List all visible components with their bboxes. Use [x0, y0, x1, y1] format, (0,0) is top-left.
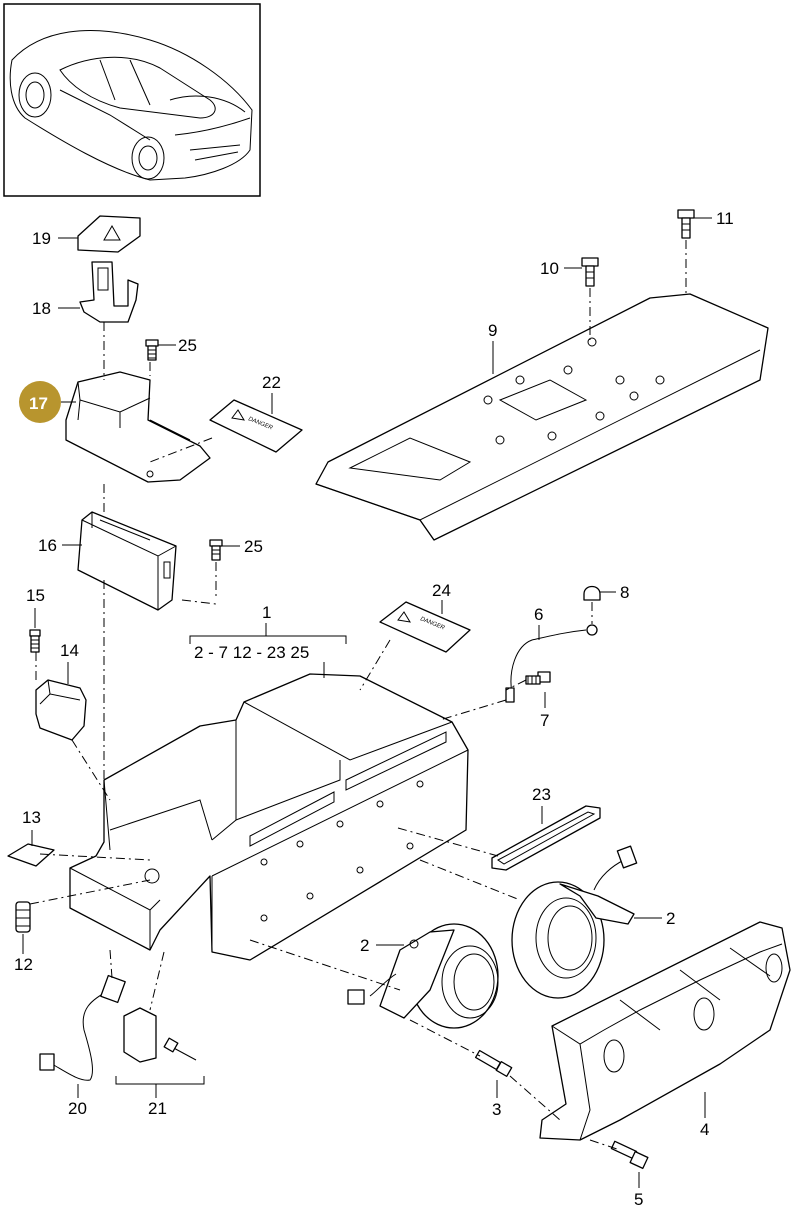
callout-5: 5 — [634, 1190, 643, 1209]
callout-8: 8 — [620, 583, 629, 602]
callout-11: 11 — [716, 209, 734, 228]
callout-24: 24 — [432, 581, 451, 600]
part-20-cable-harness — [39, 974, 126, 1081]
callout-6: 6 — [534, 605, 543, 624]
part-15-screw — [29, 629, 41, 653]
assembly-centerlines — [29, 240, 687, 1151]
part-2-fan-left — [347, 923, 499, 1029]
part-3-screw — [474, 1049, 513, 1077]
callout-2-left: 2 — [360, 936, 369, 955]
part-25-screw-upper — [145, 339, 159, 361]
part-21-bracket — [123, 1007, 197, 1063]
part-13-pad — [7, 843, 55, 867]
callout-25-middle: 25 — [244, 537, 263, 556]
callout-17: 17 — [29, 394, 48, 413]
callout-17-highlight: 17 — [19, 381, 61, 423]
part-17-housing-cover — [65, 371, 211, 483]
callout-15: 15 — [26, 586, 45, 605]
callout-25-upper: 25 — [178, 336, 197, 355]
callout-2-right: 2 — [666, 909, 675, 928]
part-2-fan-right — [511, 845, 638, 999]
callout-4: 4 — [700, 1120, 709, 1139]
callout-20: 20 — [68, 1099, 87, 1118]
part-14-sensor-block — [35, 679, 87, 741]
callout-3: 3 — [492, 1100, 501, 1119]
part-25-screw-middle — [209, 539, 223, 561]
highlight-badge — [19, 381, 61, 423]
part-9-cover-plate — [315, 293, 769, 541]
callout-13: 13 — [22, 808, 41, 827]
callout-16: 16 — [38, 536, 57, 555]
part-18-bracket — [79, 261, 139, 323]
callout-23: 23 — [532, 785, 551, 804]
part-1-battery-assembly — [69, 673, 469, 961]
part-10-bolt — [581, 257, 599, 287]
part-11-bolt — [677, 209, 695, 239]
callout-1-range: 2 - 7 12 - 23 25 — [194, 643, 309, 662]
callout-21: 21 — [148, 1099, 167, 1118]
part-19-warning-tag — [77, 215, 141, 253]
part-8-cap-nut — [583, 585, 601, 601]
callout-10: 10 — [540, 259, 559, 278]
vehicle-thumbnail — [3, 3, 261, 197]
part-7-bolt — [525, 671, 551, 685]
callout-9: 9 — [488, 321, 497, 340]
part-4-air-duct — [539, 921, 791, 1141]
callout-7: 7 — [540, 711, 549, 730]
part-6-ground-strap — [505, 624, 598, 703]
callout-22: 22 — [262, 373, 281, 392]
part-22-danger-label: DANGER — [209, 399, 303, 453]
callout-1: 1 — [262, 603, 271, 622]
callout-18: 18 — [32, 299, 51, 318]
part-5-screw — [610, 1140, 649, 1170]
callout-19: 19 — [32, 229, 51, 248]
callout-12: 12 — [14, 955, 33, 974]
callout-14: 14 — [60, 641, 79, 660]
part-23-seal-strip — [491, 805, 601, 871]
part-24-danger-label: DANGER — [379, 601, 471, 653]
part-12-nut — [15, 901, 31, 933]
part-16-control-module — [77, 511, 177, 611]
